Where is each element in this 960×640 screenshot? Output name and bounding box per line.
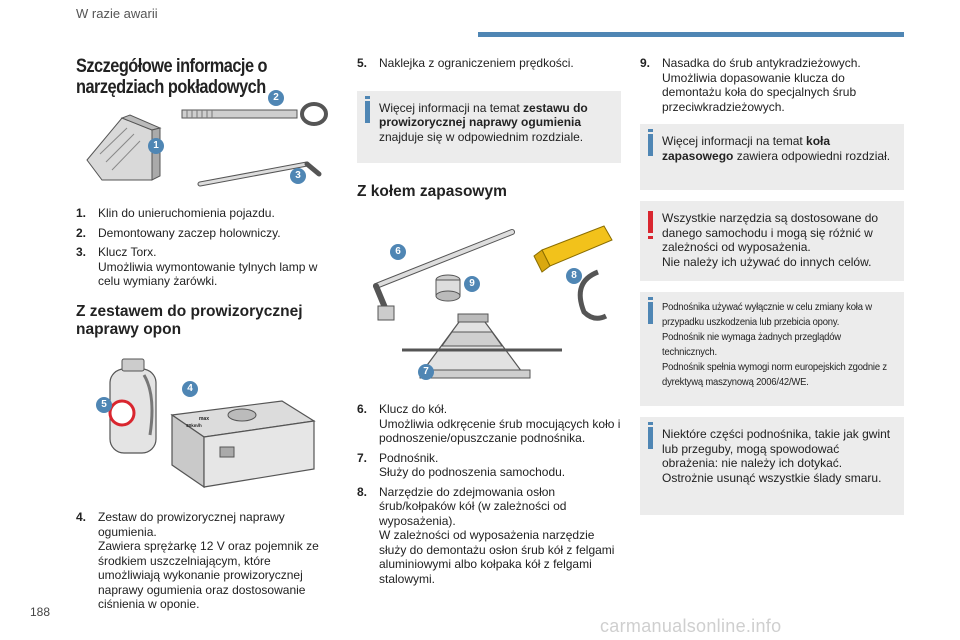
speed-sticker-speed: 80km/h bbox=[186, 423, 202, 429]
list-item: 7. Podnośnik. Służy do podnoszenia samoc… bbox=[357, 451, 621, 480]
item-text: Zestaw do prowizorycznej naprawy ogumien… bbox=[98, 510, 285, 539]
item-number: 5. bbox=[357, 56, 368, 70]
info-icon bbox=[648, 422, 653, 449]
item-number: 6. bbox=[357, 402, 368, 416]
warning-text-2: Nie należy ich używać do innych celów. bbox=[662, 254, 872, 269]
info-text-suffix: zawiera odpowiedni rozdział. bbox=[733, 148, 891, 163]
item-text: Naklejka z ograniczeniem prędkości. bbox=[379, 56, 574, 70]
item-description: W zależności od wyposażenia narzędzie sł… bbox=[379, 528, 615, 586]
grease-info-box: Niektóre części podnośnika, takie jak gw… bbox=[640, 417, 904, 515]
onboard-tools-illustration: 1 2 3 bbox=[82, 88, 332, 198]
list-item: 8. Narzędzie do zdejmowania osłon śrub/k… bbox=[357, 485, 621, 587]
grease-note: Niektóre części podnośnika, takie jak gw… bbox=[662, 427, 891, 485]
spare-wheel-tools-drawing bbox=[373, 225, 613, 379]
info-text-prefix: Więcej informacji na temat bbox=[662, 134, 807, 148]
spare-wheel-list: 6. Klucz do kół. Umożliwia odkręcenie śr… bbox=[357, 402, 621, 591]
item-number: 8. bbox=[357, 484, 368, 499]
list-item: 1. Klin do unieruchomienia pojazdu. bbox=[76, 206, 326, 221]
list-item: 3. Klucz Torx. Umożliwia wymontowanie ty… bbox=[76, 245, 326, 289]
speed-sticker-max: max bbox=[198, 416, 209, 422]
spare-wheel-tools-illustration: 6 7 8 9 bbox=[362, 222, 624, 390]
callout-3: 3 bbox=[290, 168, 306, 184]
tools-warning-box: Wszystkie narzędzia są dostosowane do da… bbox=[640, 201, 904, 281]
item-text: Narzędzie do zdejmowania osłon śrub/kołp… bbox=[379, 484, 567, 528]
jack-note-usage: Podnośnika używać wyłącznie w celu zmian… bbox=[662, 301, 872, 328]
spare-wheel-info-box: Więcej informacji na temat koła zapasowe… bbox=[640, 124, 904, 190]
item-text: Podnośnik. bbox=[379, 450, 439, 465]
repair-kit-list: 4. Zestaw do prowizorycznej naprawy ogum… bbox=[76, 510, 326, 617]
list-item: 6. Klucz do kół. Umożliwia odkręcenie śr… bbox=[357, 402, 621, 446]
info-icon bbox=[648, 297, 653, 324]
item-description: Umożliwia wymontowanie tylnych lamp w ce… bbox=[98, 259, 318, 289]
column-3: 9. Nasadka do śrub antykradzieżowych. Um… bbox=[640, 56, 904, 515]
item-text: Klucz Torx. bbox=[98, 245, 157, 259]
item-description: Służy do podnoszenia samochodu. bbox=[379, 465, 566, 479]
item-number: 1. bbox=[76, 206, 87, 220]
column-2: 5. Naklejka z ograniczeniem prędkości. W… bbox=[357, 56, 621, 201]
repair-kit-illustration: max 80km/h 4 5 bbox=[92, 355, 332, 495]
item-number: 3. bbox=[76, 245, 87, 259]
item-number: 9. bbox=[640, 56, 651, 70]
item-text: Nasadka do śrub antykradzieżowych. bbox=[662, 56, 861, 70]
list-item: 9. Nasadka do śrub antykradzieżowych. Um… bbox=[640, 56, 904, 114]
item-number: 2. bbox=[76, 225, 87, 240]
callout-9: 9 bbox=[464, 276, 480, 292]
item-number: 7. bbox=[357, 450, 368, 465]
callout-1: 1 bbox=[148, 138, 164, 154]
tools-list: 1. Klin do unieruchomienia pojazdu. 2. D… bbox=[76, 206, 326, 339]
item-description: Umożliwia odkręcenie śrub mocujących koł… bbox=[379, 416, 621, 446]
item-text: Demontowany zaczep holowniczy. bbox=[98, 225, 281, 240]
jack-note-standards: Podnośnik spełnia wymogi norm europejski… bbox=[662, 361, 887, 388]
repair-kit-title: Z zestawem do prowizorycznej naprawy opo… bbox=[76, 302, 303, 338]
callout-8: 8 bbox=[566, 268, 582, 284]
callout-5: 5 bbox=[96, 397, 112, 413]
info-icon bbox=[648, 129, 653, 156]
info-text-suffix: znajduje się w odpowiednim rozdziale. bbox=[379, 129, 584, 144]
item-description: Umożliwia dopasowanie klucza do demontaż… bbox=[662, 70, 857, 114]
repair-kit-drawing bbox=[108, 358, 316, 489]
jack-note-maintenance: Podnośnik nie wymaga żadnych przeglądów … bbox=[662, 331, 841, 358]
page-title: Szczegółowe informacje o narzędziach pok… bbox=[76, 56, 268, 98]
callout-2: 2 bbox=[268, 90, 284, 106]
item-number: 4. bbox=[76, 510, 87, 524]
list-item: 2. Demontowany zaczep holowniczy. bbox=[76, 226, 326, 241]
header-bar bbox=[478, 32, 904, 37]
repair-kit-info-box: Więcej informacji na temat zestawu do pr… bbox=[357, 90, 621, 163]
page-number: 188 bbox=[30, 605, 51, 619]
watermark: carmanualsonline.info bbox=[600, 616, 782, 636]
info-icon bbox=[365, 95, 370, 123]
info-text-prefix: Więcej informacji na temat bbox=[379, 100, 524, 115]
callout-6: 6 bbox=[390, 244, 406, 260]
callout-4: 4 bbox=[182, 381, 198, 397]
callout-7: 7 bbox=[418, 364, 434, 380]
warning-text: Wszystkie narzędzia są dostosowane do da… bbox=[662, 211, 879, 254]
section-header: W razie awarii bbox=[76, 6, 158, 21]
warning-icon bbox=[648, 211, 653, 239]
item-description: Zawiera sprężarkę 12 V oraz pojemnik ze … bbox=[98, 539, 319, 611]
column-1: Szczegółowe informacje o narzędziach pok… bbox=[76, 56, 326, 98]
info-text-bold: koła zapasowego bbox=[662, 134, 831, 163]
list-item: 4. Zestaw do prowizorycznej naprawy ogum… bbox=[76, 510, 326, 612]
spare-wheel-title: Z kołem zapasowym bbox=[357, 182, 507, 200]
list-item: 5. Naklejka z ograniczeniem prędkości. bbox=[357, 56, 621, 71]
tools-drawing bbox=[86, 102, 328, 187]
info-text-bold: zestawu do prowizorycznej naprawy ogumie… bbox=[379, 100, 588, 130]
item-text: Klin do unieruchomienia pojazdu. bbox=[98, 206, 275, 220]
jack-info-box: Podnośnika używać wyłącznie w celu zmian… bbox=[640, 292, 904, 406]
item-text: Klucz do kół. bbox=[379, 402, 448, 416]
